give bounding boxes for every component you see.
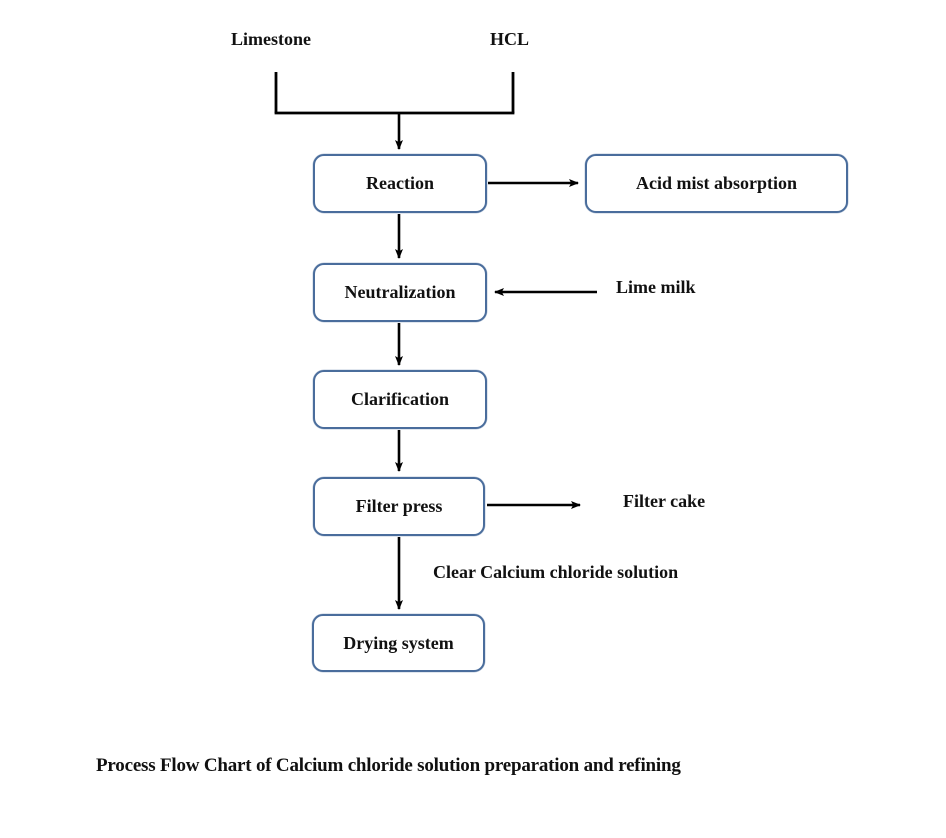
input-label-limestone: Limestone xyxy=(231,29,311,49)
diagram-caption: Process Flow Chart of Calcium chloride s… xyxy=(96,755,681,776)
stream-label-lime-milk: Lime milk xyxy=(616,277,696,297)
node-neutralization: Neutralization xyxy=(313,263,487,322)
node-drying-system: Drying system xyxy=(312,614,485,672)
node-reaction: Reaction xyxy=(313,154,487,213)
stream-label-clear-solution: Clear Calcium chloride solution xyxy=(433,562,679,582)
node-acid-mist-absorption: Acid mist absorption xyxy=(585,154,848,213)
node-clarification: Clarification xyxy=(313,370,487,429)
input-label-hcl: HCL xyxy=(490,29,530,49)
stream-label-filter-cake: Filter cake xyxy=(623,491,706,511)
node-filter-press: Filter press xyxy=(313,477,485,536)
